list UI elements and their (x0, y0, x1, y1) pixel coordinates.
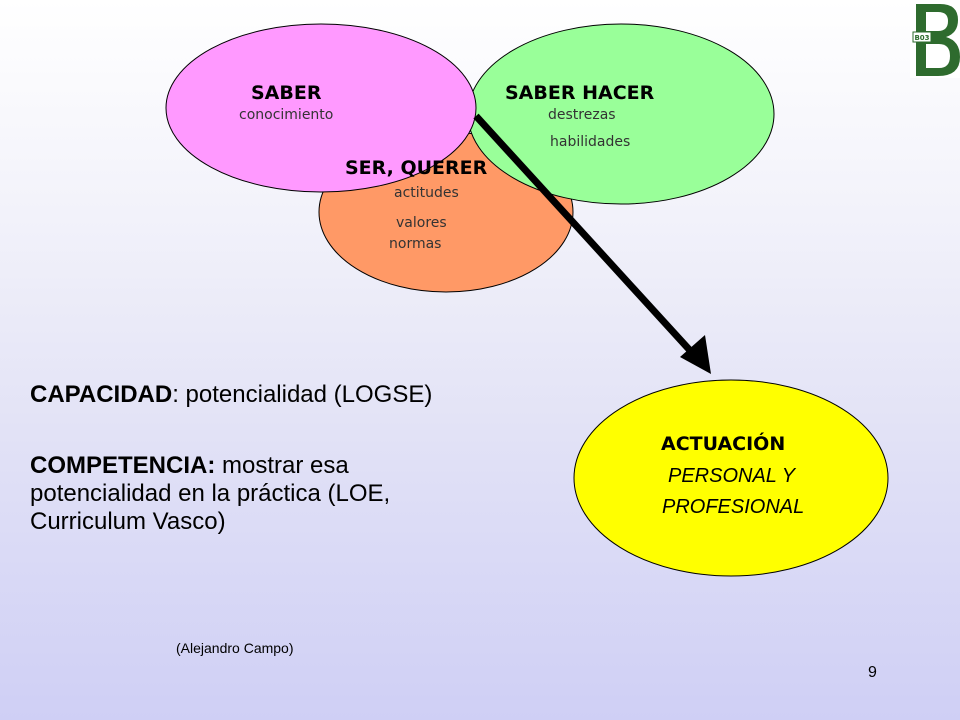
competencia-term: COMPETENCIA: (30, 452, 216, 479)
competencia-text-1: mostrar esa (215, 452, 349, 479)
b03-logo: B03 (910, 0, 960, 78)
page-number: 9 (868, 664, 877, 681)
capacidad-term: CAPACIDAD (30, 381, 173, 408)
logo-text: B03 (914, 34, 929, 42)
saber-item-conocimiento: conocimiento (239, 107, 334, 123)
actuacion-title: ACTUACIÓN (661, 433, 786, 455)
author-credit: (Alejandro Campo) (176, 640, 294, 656)
ser-querer-item-normas: normas (389, 236, 442, 252)
saber-hacer-circle (467, 23, 775, 205)
competencia-definition: COMPETENCIA: mostrar esa potencialidad e… (30, 452, 390, 536)
ser-querer-item-valores: valores (396, 215, 447, 231)
actuacion-line-profesional: PROFESIONAL (662, 496, 805, 518)
actuacion-circle (573, 379, 889, 577)
competencia-text-3: Curriculum Vasco) (30, 508, 226, 535)
saber-hacer-item-destrezas: destrezas (548, 107, 616, 123)
saber-circle (165, 23, 477, 193)
ser-querer-item-actitudes: actitudes (394, 185, 459, 201)
capacidad-definition: CAPACIDAD: potencialidad (LOGSE) (30, 381, 432, 409)
competencia-text-2: potencialidad en la práctica (LOE, (30, 480, 391, 507)
saber-hacer-item-habilidades: habilidades (550, 134, 631, 150)
saber-hacer-title: SABER HACER (505, 82, 655, 104)
arrow-head-icon (680, 335, 711, 374)
capacidad-text: : potencialidad (LOGSE) (172, 381, 433, 408)
arrow-shaft (473, 113, 699, 360)
ser-querer-title: SER, QUERER (345, 157, 488, 179)
saber-title: SABER (251, 82, 322, 104)
actuacion-line-personal: PERSONAL Y (668, 465, 796, 487)
